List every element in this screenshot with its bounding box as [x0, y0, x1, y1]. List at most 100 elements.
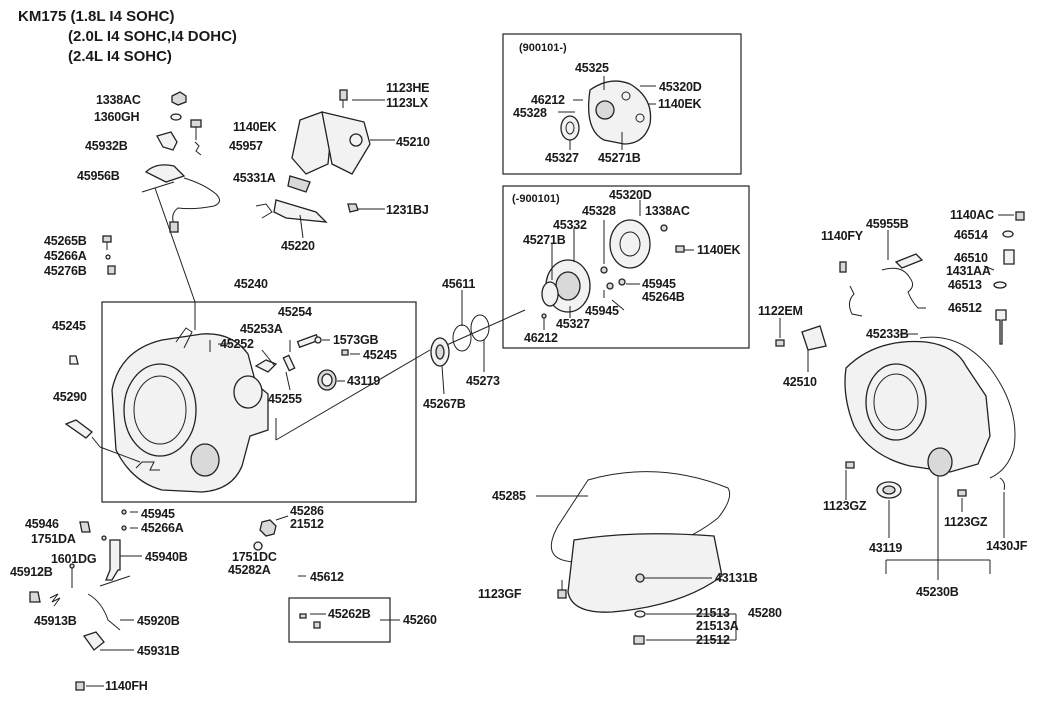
part-label-1431AA[interactable]: 1431AA: [946, 264, 991, 278]
part-label-45290[interactable]: 45290: [53, 390, 87, 404]
part-label-45280[interactable]: 45280: [748, 606, 782, 620]
part-label-45912B[interactable]: 45912B: [10, 565, 53, 579]
part-label-43131B[interactable]: 43131B: [715, 571, 758, 585]
part-label-45945-a[interactable]: 45945: [642, 277, 676, 291]
part-label-46514[interactable]: 46514: [954, 228, 988, 242]
part-label-45286[interactable]: 45286: [290, 504, 324, 518]
part-label-45945-b[interactable]: 45945: [585, 304, 619, 318]
part-label-45271B-a[interactable]: 45271B: [598, 151, 641, 165]
transaxle-case-icon: [111, 327, 269, 493]
part-label-45276B[interactable]: 45276B: [44, 264, 87, 278]
part-label-45320D-a[interactable]: 45320D: [659, 80, 702, 94]
part-label-45266A-b[interactable]: 45266A: [141, 521, 184, 535]
part-label-45245-a[interactable]: 45245: [52, 319, 86, 333]
model-title: KM175 (1.8L I4 SOHC): [18, 8, 175, 25]
part-label-1751DC[interactable]: 1751DC: [232, 550, 277, 564]
part-label-1122EM[interactable]: 1122EM: [758, 304, 803, 318]
part-label-46512[interactable]: 46512: [948, 301, 982, 315]
part-label-45931B[interactable]: 45931B: [137, 644, 180, 658]
part-label-21513[interactable]: 21513: [696, 606, 730, 620]
part-label-46212-a[interactable]: 46212: [531, 93, 565, 107]
part-label-46513[interactable]: 46513: [948, 278, 982, 292]
part-label-1123HE[interactable]: 1123HE: [386, 81, 430, 95]
part-label-45913B[interactable]: 45913B: [34, 614, 77, 628]
part-label-45320D-b[interactable]: 45320D: [609, 188, 652, 202]
part-label-1123GZ-a[interactable]: 1123GZ: [823, 499, 867, 513]
part-label-46510[interactable]: 46510: [954, 251, 988, 265]
engine-line-2: (2.0L I4 SOHC,I4 DOHC): [68, 28, 237, 45]
part-label-45273[interactable]: 45273: [466, 374, 500, 388]
part-label-1573GB[interactable]: 1573GB: [333, 333, 379, 347]
part-label-1123GF[interactable]: 1123GF: [478, 587, 522, 601]
part-label-45957[interactable]: 45957: [229, 139, 263, 153]
speed-sensor-harness-icon: [144, 164, 220, 233]
part-label-1123GZ-b[interactable]: 1123GZ: [944, 515, 988, 529]
case-group-box: [101, 301, 417, 503]
part-label-45611[interactable]: 45611: [442, 277, 476, 291]
part-label-1231BJ[interactable]: 1231BJ: [386, 203, 429, 217]
part-label-45332[interactable]: 45332: [553, 218, 587, 232]
oil-pump-assembly-icon: [541, 219, 651, 313]
part-label-45266A-a[interactable]: 45266A: [44, 249, 87, 263]
part-label-1140FH[interactable]: 1140FH: [105, 679, 148, 693]
part-label-45945-c[interactable]: 45945: [141, 507, 175, 521]
part-label-46212-b[interactable]: 46212: [524, 331, 558, 345]
part-label-1140EK-b[interactable]: 1140EK: [658, 97, 702, 111]
part-label-45254[interactable]: 45254: [278, 305, 312, 319]
part-label-45327-b[interactable]: 45327: [556, 317, 590, 331]
part-label-45255[interactable]: 45255: [268, 392, 302, 406]
part-label-45282A[interactable]: 45282A: [228, 563, 271, 577]
part-label-1140EK-a[interactable]: 1140EK: [233, 120, 277, 134]
part-label-45265B[interactable]: 45265B: [44, 234, 87, 248]
pin-small-icon: [282, 354, 296, 372]
part-label-1123LX[interactable]: 1123LX: [386, 96, 428, 110]
part-label-45920B[interactable]: 45920B: [137, 614, 180, 628]
part-label-45230B[interactable]: 45230B: [916, 585, 959, 599]
part-label-1140AC[interactable]: 1140AC: [950, 208, 994, 222]
part-label-45956B[interactable]: 45956B: [77, 169, 120, 183]
part-label-45260[interactable]: 45260: [403, 613, 437, 627]
part-label-1751DA[interactable]: 1751DA: [31, 532, 76, 546]
part-label-45940B[interactable]: 45940B: [145, 550, 188, 564]
part-label-1430JF[interactable]: 1430JF: [986, 539, 1028, 553]
part-label-45325[interactable]: 45325: [575, 61, 609, 75]
part-label-45955B[interactable]: 45955B: [866, 217, 909, 231]
part-label-45264B[interactable]: 45264B: [642, 290, 685, 304]
part-label-1140EK-c[interactable]: 1140EK: [697, 243, 741, 257]
part-label-45240[interactable]: 45240: [234, 277, 268, 291]
part-label-45327-a[interactable]: 45327: [545, 151, 579, 165]
part-label-43119-b[interactable]: 43119: [869, 541, 903, 555]
part-label-21512-b[interactable]: 21512: [696, 633, 730, 647]
support-bracket-icon: [255, 199, 359, 223]
part-label-21512-a[interactable]: 21512: [290, 517, 324, 531]
part-label-45285[interactable]: 45285: [492, 489, 526, 503]
part-label-45267B[interactable]: 45267B: [423, 397, 466, 411]
part-label-45220[interactable]: 45220: [281, 239, 315, 253]
part-label-1338AC[interactable]: 1338AC: [96, 93, 141, 107]
part-label-45262B[interactable]: 45262B: [328, 607, 371, 621]
part-label-1360GH[interactable]: 1360GH: [94, 110, 140, 124]
part-label-45612[interactable]: 45612: [310, 570, 344, 584]
part-label-1601DG[interactable]: 1601DG: [51, 552, 97, 566]
part-label-45331A[interactable]: 45331A: [233, 171, 276, 185]
shift-lever-icon: [99, 539, 131, 587]
part-label-45328-b[interactable]: 45328: [582, 204, 616, 218]
part-label-42510[interactable]: 42510: [783, 375, 817, 389]
mount-bracket-icon: [287, 89, 371, 193]
part-label-45210[interactable]: 45210: [396, 135, 430, 149]
part-label-1338AC-b[interactable]: 1338AC: [645, 204, 690, 218]
part-label-45233B[interactable]: 45233B: [866, 327, 909, 341]
part-label-43119-a[interactable]: 43119: [347, 374, 381, 388]
part-label-45328-a[interactable]: 45328: [513, 106, 547, 120]
part-label-45252[interactable]: 45252: [220, 337, 254, 351]
part-label-1140FY[interactable]: 1140FY: [821, 229, 863, 243]
part-label-45245-b[interactable]: 45245: [363, 348, 397, 362]
nut-icon: [171, 91, 187, 106]
part-label-45271B-b[interactable]: 45271B: [523, 233, 566, 247]
bolt-small-icon: [102, 235, 116, 275]
part-label-45946[interactable]: 45946: [25, 517, 59, 531]
part-label-45253A[interactable]: 45253A: [240, 322, 283, 336]
part-label-21513A[interactable]: 21513A: [696, 619, 739, 633]
part-label-45932B[interactable]: 45932B: [85, 139, 128, 153]
